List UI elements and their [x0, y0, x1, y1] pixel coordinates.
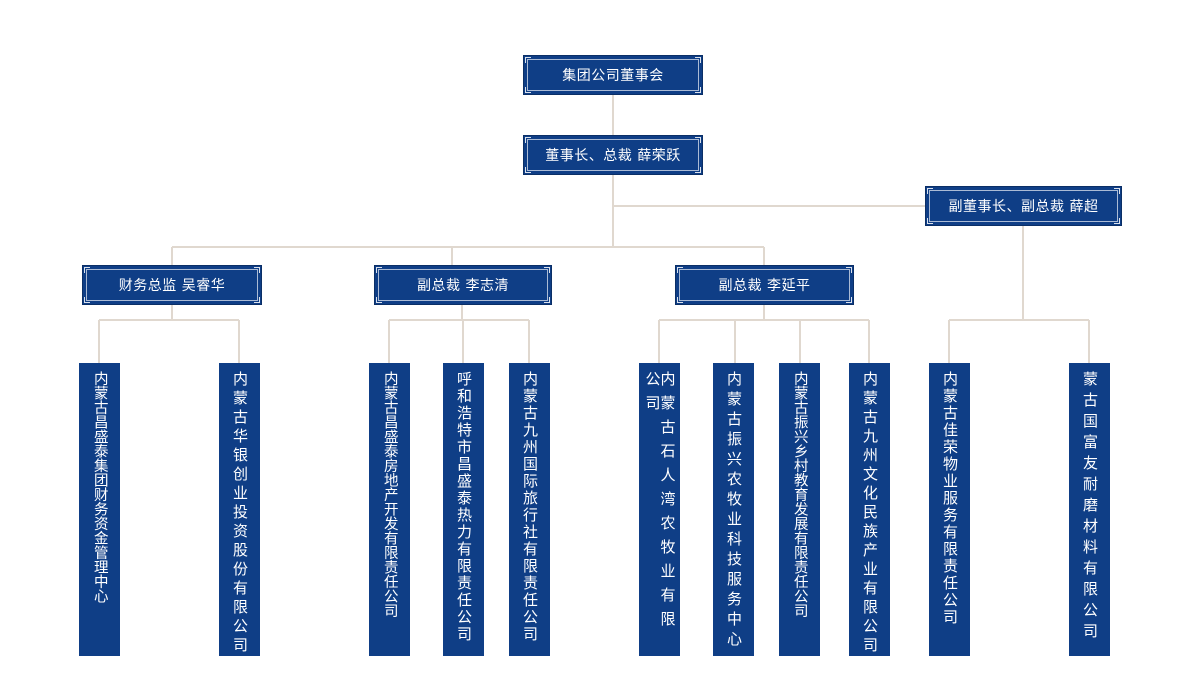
unit-rural-education: 内蒙古振兴乡村教育发展有限责任公司 — [779, 363, 820, 656]
unit-label: 内蒙古振兴乡村教育发展有限责任公司 — [791, 371, 808, 618]
vice-chairman-box: 副董事长、副总裁 薛超 — [925, 186, 1122, 226]
unit-label: 呼和浩特市昌盛泰热力有限责任公司 — [455, 371, 473, 643]
unit-label: 蒙古国富友耐磨材料有限公司 — [1081, 371, 1099, 644]
chairman-box: 董事长、总裁 薛荣跃 — [523, 135, 703, 175]
vp1-box: 副总裁 李志清 — [374, 265, 552, 305]
unit-label: 内蒙古华银创业投资股份有限公司 — [231, 371, 249, 656]
unit-label: 内蒙古佳荣物业服务有限责任公司 — [941, 371, 959, 626]
unit-property-service: 内蒙古佳荣物业服务有限责任公司 — [929, 363, 970, 656]
unit-label: 内蒙古九州国际旅行社有限责任公司 — [521, 371, 539, 643]
board-box: 集团公司董事会 — [523, 55, 703, 95]
unit-label: 内蒙古振兴农牧业科技服务中心 — [725, 371, 743, 651]
board-label: 集团公司董事会 — [562, 68, 664, 84]
vp1-label: 副总裁 李志清 — [417, 278, 509, 294]
unit-label: 内蒙古昌盛泰集团财务资金管理中心 — [91, 371, 108, 603]
unit-finance-center: 内蒙古昌盛泰集团财务资金管理中心 — [79, 363, 120, 656]
unit-real-estate: 内蒙古昌盛泰房地产开发有限责任公司 — [369, 363, 410, 656]
unit-mongolia-materials: 蒙古国富友耐磨材料有限公司 — [1069, 363, 1110, 656]
unit-label: 内蒙古石人湾农牧业有限公司 — [643, 371, 677, 635]
chairman-label: 董事长、总裁 薛荣跃 — [545, 148, 681, 164]
unit-culture-industry: 内蒙古九州文化民族产业有限公司 — [849, 363, 890, 656]
unit-heating: 呼和浩特市昌盛泰热力有限责任公司 — [443, 363, 484, 656]
unit-huayin-investment: 内蒙古华银创业投资股份有限公司 — [219, 363, 260, 656]
cfo-box: 财务总监 吴睿华 — [82, 265, 262, 305]
unit-label: 内蒙古昌盛泰房地产开发有限责任公司 — [381, 371, 398, 618]
vp2-box: 副总裁 李延平 — [675, 265, 854, 305]
vp2-label: 副总裁 李延平 — [718, 278, 811, 294]
vice-chairman-label: 副董事长、副总裁 薛超 — [948, 199, 1099, 215]
unit-travel-agency: 内蒙古九州国际旅行社有限责任公司 — [509, 363, 550, 656]
unit-label: 内蒙古九州文化民族产业有限公司 — [861, 371, 879, 656]
cfo-label: 财务总监 吴睿华 — [118, 278, 226, 294]
unit-shirenwan-agriculture: 内蒙古石人湾农牧业有限公司 — [639, 363, 680, 656]
unit-zhenxing-tech-center: 内蒙古振兴农牧业科技服务中心 — [713, 363, 754, 656]
